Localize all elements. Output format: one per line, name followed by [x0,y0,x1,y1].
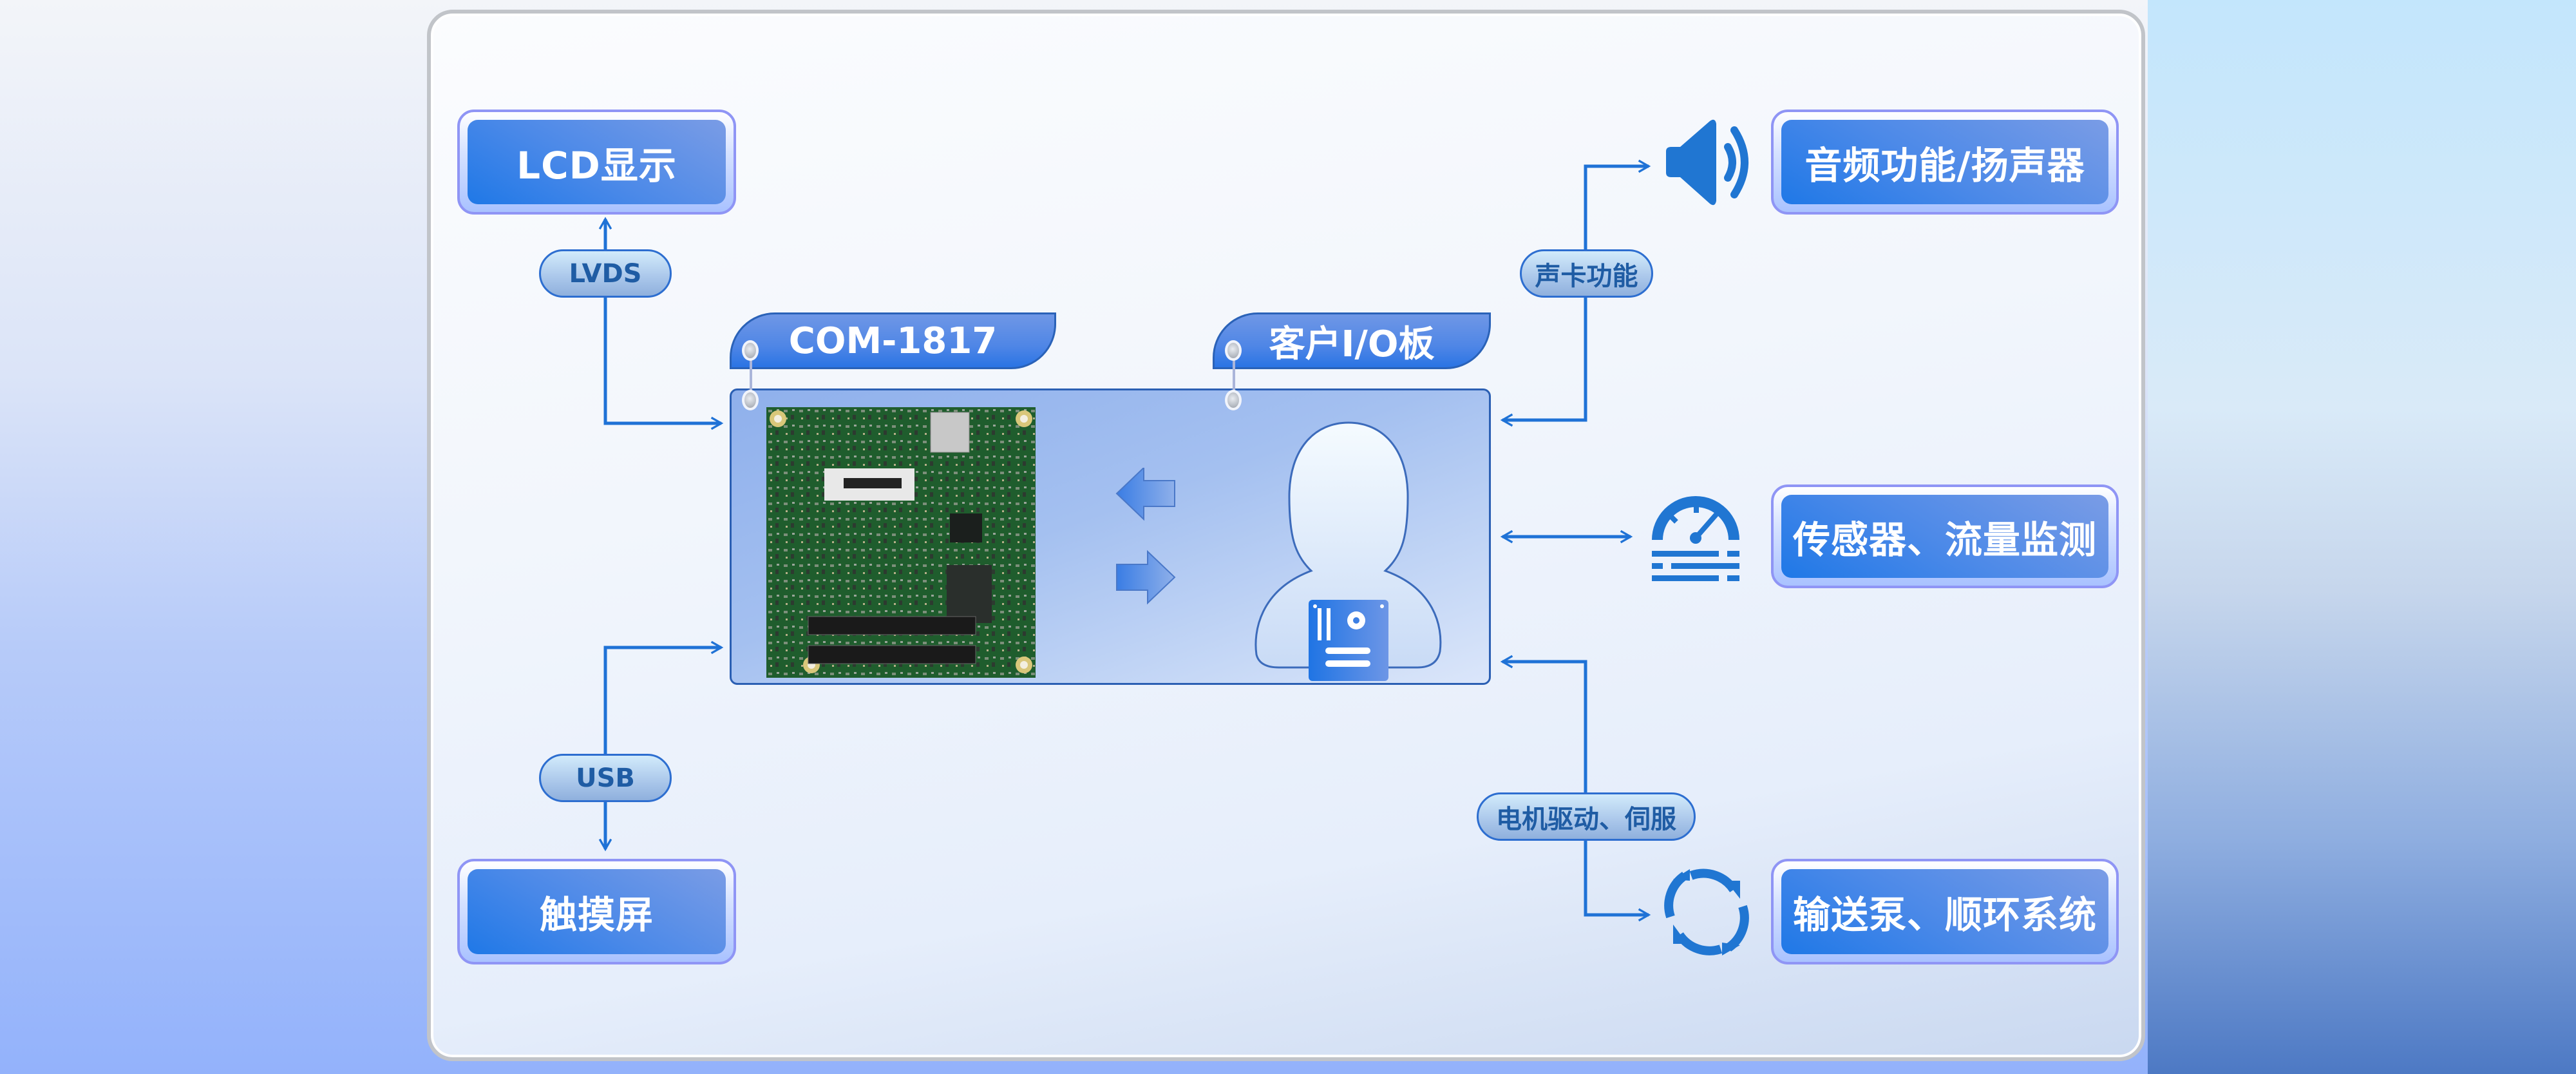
chip [950,513,982,542]
touchscreen-box[interactable]: 触摸屏 [457,859,736,964]
sd-card-slot [930,412,970,453]
io-board-tab: 客户I/O板 [1213,312,1491,369]
io-panel-pin [1225,390,1242,410]
center-panel [730,388,1491,685]
io-board-icon [1309,600,1388,681]
io-tab-link [1233,351,1235,399]
lcd-display-label: LCD显示 [468,120,726,204]
speaker-icon [1666,119,1748,206]
arrow-left-icon [1115,468,1175,521]
sensor-flow-label: 传感器、流量监测 [1781,495,2108,578]
usb-pill: USB [539,754,672,802]
usb-connector [598,640,724,852]
com-tab-link [750,351,752,399]
com-1817-tab: COM-1817 [730,312,1056,369]
lvds-pill: LVDS [539,249,672,298]
com-tab-pin [742,340,759,361]
lcd-display-box[interactable]: LCD显示 [457,110,736,215]
connector-strip [808,616,976,635]
cycle-arrows-icon [1664,868,1749,955]
touchscreen-label: 触摸屏 [468,869,726,954]
sensor-flow-box[interactable]: 传感器、流量监测 [1771,484,2119,588]
com-panel-pin [742,390,759,410]
pump-circulation-box[interactable]: 输送泵、顺环系统 [1771,859,2119,964]
transfer-arrows [1115,468,1176,605]
motor-servo-pill: 电机驱动、伺服 [1477,792,1696,841]
audio-speaker-label: 音频功能/扬声器 [1781,120,2108,204]
pcb-surface [766,407,1036,678]
com-1817-label: COM-1817 [788,320,998,362]
background-right [2148,0,2576,1074]
sound-card-pill: 声卡功能 [1520,249,1653,298]
person-silhouette [1255,421,1442,669]
io-tab-pin [1225,340,1242,361]
board-image [766,407,1036,678]
processor [947,565,992,623]
motor-connector [1500,655,1651,922]
arrow-right-icon [1116,550,1176,605]
connector-strip [808,645,976,664]
audio-speaker-box[interactable]: 音频功能/扬声器 [1771,110,2119,215]
person-icon [1255,421,1442,681]
pump-circulation-label: 输送泵、顺环系统 [1781,869,2108,954]
io-board-label: 客户I/O板 [1269,323,1435,365]
gauge-icon [1652,496,1739,581]
